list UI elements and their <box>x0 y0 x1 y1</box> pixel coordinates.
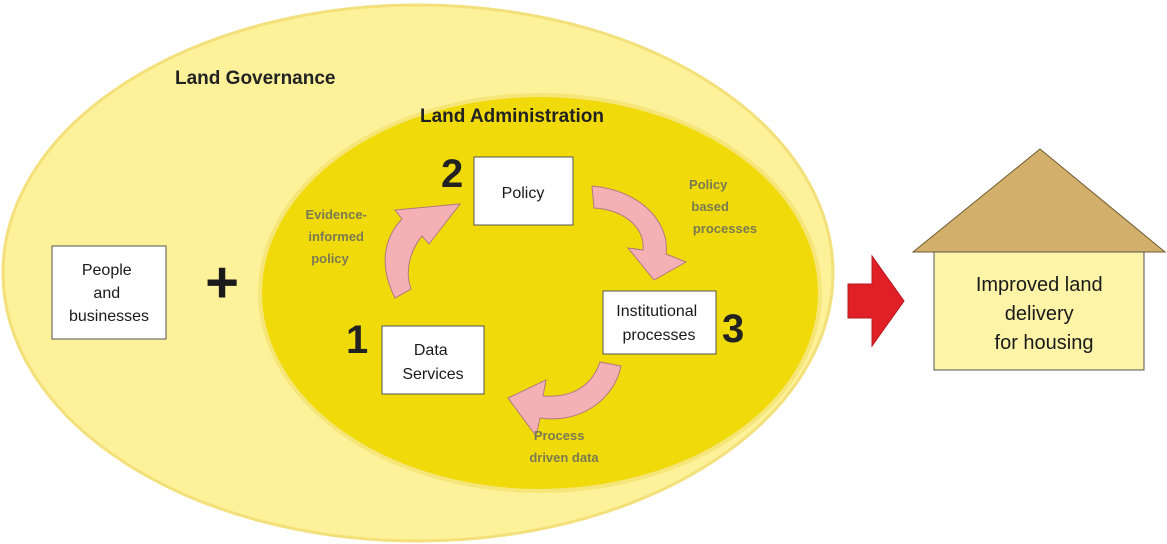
process-driven-label-2: driven data <box>529 450 599 465</box>
institutional-processes-box <box>602 290 717 355</box>
svg-text:Policy based processes: Policy based processes <box>689 177 757 236</box>
house-roof <box>911 148 1167 253</box>
step-number-3: 3 <box>722 307 744 351</box>
svg-text:Process driven data: Process driven data <box>529 428 599 465</box>
institutional-line-1: Institutional <box>616 303 697 320</box>
house-line-1: Improved land <box>976 274 1103 296</box>
institutional-line-2: processes <box>623 327 696 344</box>
people-businesses-box <box>51 245 167 340</box>
house-line-3: for housing <box>995 332 1094 354</box>
data-services-box <box>381 325 485 395</box>
evidence-label-3: policy <box>311 251 349 266</box>
evidence-informed-arrow <box>384 203 462 299</box>
people-line-1: People <box>82 262 132 279</box>
policy-based-label-3: processes <box>693 221 757 236</box>
land-governance-label: Land Governance <box>175 68 336 89</box>
house-line-2: delivery <box>1005 303 1074 325</box>
people-line-2: and <box>93 285 120 302</box>
people-line-3: businesses <box>69 308 149 325</box>
process-driven-label-1: Process <box>534 428 585 443</box>
svg-text:People and businesses: People and businesses <box>69 262 149 325</box>
policy-based-label-1: Policy <box>689 177 728 192</box>
policy-label: Policy <box>502 185 545 202</box>
land-administration-label: Land Administration <box>420 106 604 127</box>
svg-text:Evidence- informed pol: Evidence- informed policy <box>305 207 370 266</box>
evidence-label-2: informed <box>308 229 364 244</box>
svg-text:Improved land delivery: Improved land delivery for housing <box>976 274 1108 354</box>
data-line-2: Services <box>402 366 463 383</box>
plus-icon: + <box>205 250 239 315</box>
svg-text:Data Services: Data Services <box>402 342 463 383</box>
data-line-1: Data <box>414 342 448 359</box>
step-number-1: 1 <box>346 318 368 362</box>
policy-based-processes-arrow <box>591 185 688 281</box>
process-driven-data-arrow <box>507 361 622 438</box>
house-body <box>933 251 1145 371</box>
result-arrow-icon <box>847 254 905 348</box>
evidence-label-1: Evidence- <box>305 207 366 222</box>
step-number-2: 2 <box>441 152 463 196</box>
svg-text:Institutional processes: Institutional processes <box>616 303 701 344</box>
policy-based-label-2: based <box>691 199 729 214</box>
policy-box <box>473 156 574 226</box>
